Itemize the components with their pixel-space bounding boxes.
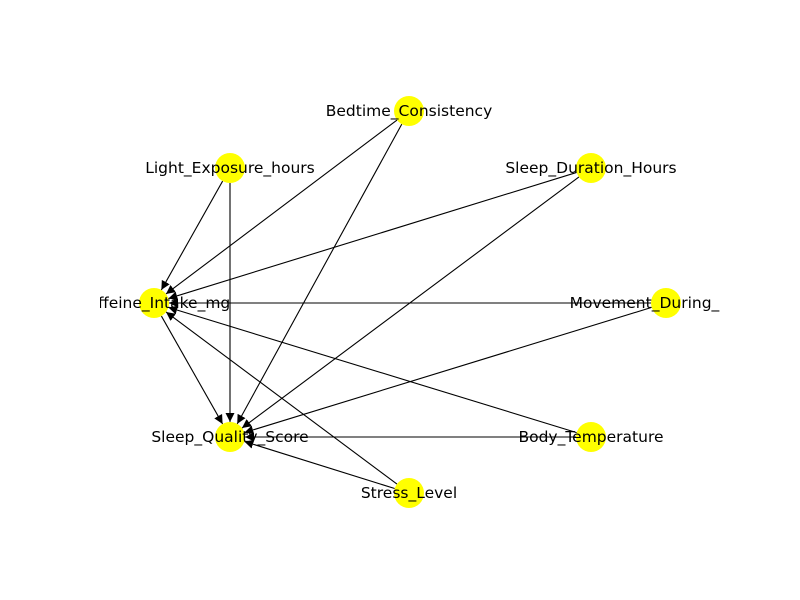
- node-label-movement: Movement_During_Sleep: [570, 294, 763, 313]
- node-movement: [651, 288, 681, 318]
- node-bodytemp: [576, 422, 606, 452]
- edge-bedtime-to-quality: [236, 123, 403, 425]
- edge-stress-to-caffeine: [165, 311, 398, 485]
- edge-light-to-caffeine: [160, 180, 224, 291]
- nodes-layer: [139, 96, 681, 508]
- node-caffeine: [139, 288, 169, 318]
- node-label-bedtime: Bedtime_Consistency: [326, 102, 493, 121]
- edge-caffeine-to-quality: [160, 315, 224, 425]
- node-quality: [215, 422, 245, 452]
- edge-movement-to-quality: [244, 306, 652, 435]
- node-label-light: Light_Exposure_hours: [145, 159, 315, 178]
- node-light: [215, 153, 245, 183]
- node-label-caffeine: Caffeine_Intake_mg: [78, 294, 231, 313]
- node-label-bodytemp: Body_Temperature: [518, 428, 663, 447]
- edges-layer: [160, 119, 652, 490]
- edge-duration-to-caffeine: [168, 171, 577, 301]
- node-stress: [394, 478, 424, 508]
- node-label-duration: Sleep_Duration_Hours: [505, 159, 676, 178]
- edge-bodytemp-to-caffeine: [168, 305, 577, 434]
- node-duration: [576, 153, 606, 183]
- node-label-stress: Stress_Level: [361, 484, 457, 503]
- node-label-quality: Sleep_Quality_Score: [151, 428, 308, 447]
- edge-stress-to-quality: [244, 439, 395, 490]
- edge-bedtime-to-caffeine: [165, 119, 398, 295]
- node-bedtime: [394, 96, 424, 126]
